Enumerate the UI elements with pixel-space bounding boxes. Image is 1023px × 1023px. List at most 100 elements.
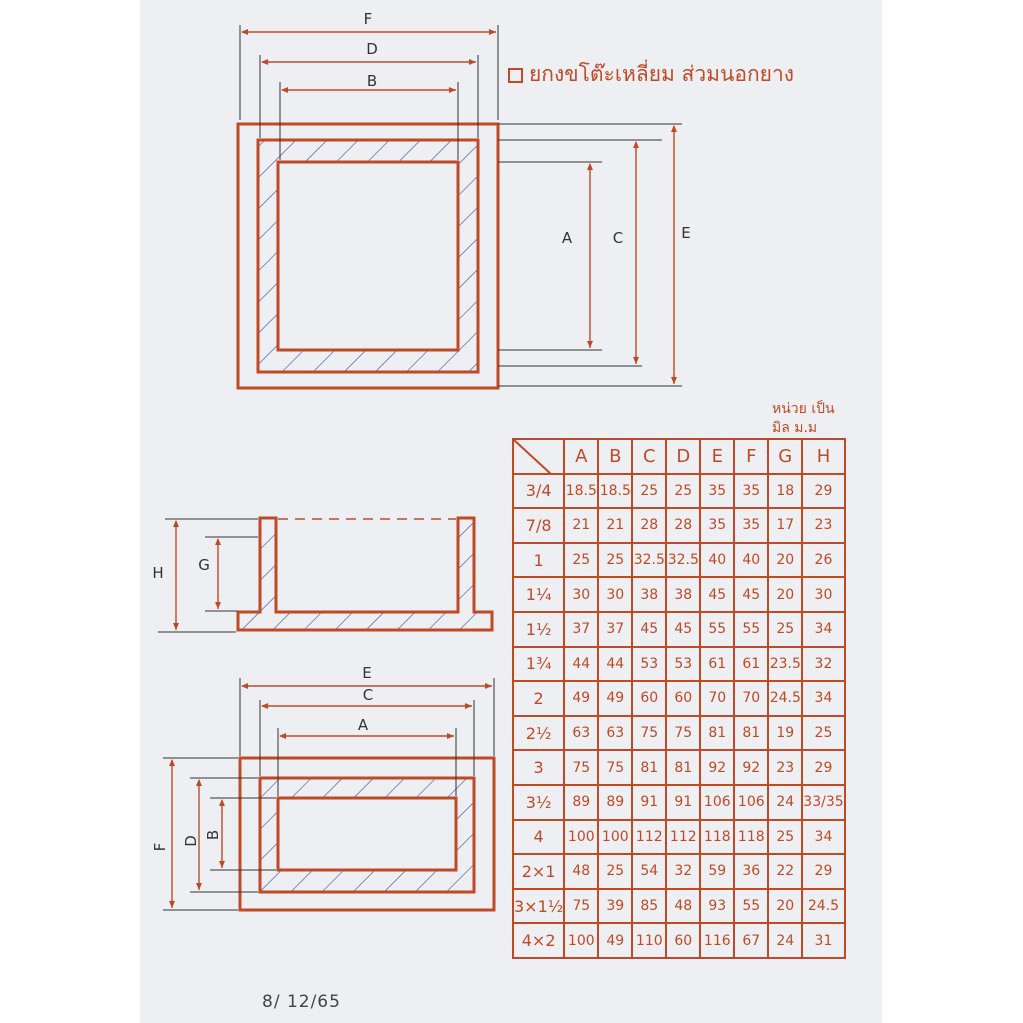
value-cell-c: 53 <box>631 645 668 683</box>
value-cell-g: 19 <box>767 714 804 752</box>
value-cell-f: 61 <box>733 645 770 683</box>
bottom-dim-C-label: C <box>363 686 373 704</box>
value-cell-a: 48 <box>563 853 600 890</box>
size-cell: 2 <box>511 680 566 717</box>
value-cell-c: 75 <box>631 714 668 752</box>
value-cell-a: 63 <box>563 714 600 752</box>
value-cell-e: 35 <box>699 472 736 510</box>
value-cell-g: 22 <box>767 853 804 890</box>
value-cell-h: 29 <box>801 853 846 890</box>
side-dim-G-label: G <box>198 556 210 574</box>
value-cell-f: 106 <box>733 783 770 821</box>
value-cell-f: 40 <box>733 541 770 579</box>
value-cell-e: 35 <box>699 507 736 544</box>
checkbox-square-icon <box>508 67 523 83</box>
size-cell: 4×2 <box>511 922 566 959</box>
value-cell-a: 44 <box>563 645 600 683</box>
drawing-title-text: ยกงขโต๊ะเหลี่ยม ส่วมนอกยาง <box>529 62 795 86</box>
value-cell-d: 81 <box>665 749 702 786</box>
value-cell-e: 40 <box>699 541 736 579</box>
value-cell-f: 55 <box>733 887 770 925</box>
size-cell: 3/4 <box>511 472 566 510</box>
value-cell-b: 39 <box>597 887 634 925</box>
top-dim-A-label: A <box>562 229 573 247</box>
value-cell-d: 28 <box>665 507 702 544</box>
value-cell-e: 61 <box>699 645 736 683</box>
column-header-e: E <box>699 438 736 475</box>
drawing-title: ยกงขโต๊ะเหลี่ยม ส่วมนอกยาง <box>508 58 794 91</box>
value-cell-c: 32.5 <box>631 541 668 579</box>
value-cell-g: 23 <box>767 749 804 786</box>
value-cell-g: 20 <box>767 541 804 579</box>
diagonal-corner-line <box>514 440 552 475</box>
bottom-dim-D-label: D <box>182 835 200 847</box>
column-header-d: D <box>665 438 702 475</box>
value-cell-g: 25 <box>767 610 804 648</box>
value-cell-h: 26 <box>801 541 846 579</box>
value-cell-h: 34 <box>801 818 846 856</box>
value-cell-g: 24.5 <box>767 680 804 717</box>
column-header-g: G <box>767 438 804 475</box>
value-cell-b: 63 <box>597 714 634 752</box>
value-cell-e: 106 <box>699 783 736 821</box>
value-cell-a: 49 <box>563 680 600 717</box>
value-cell-c: 25 <box>631 472 668 510</box>
value-cell-c: 85 <box>631 887 668 925</box>
top-view <box>236 25 682 390</box>
value-cell-h: 34 <box>801 610 846 648</box>
value-cell-d: 60 <box>665 922 702 959</box>
value-cell-f: 35 <box>733 472 770 510</box>
value-cell-a: 75 <box>563 749 600 786</box>
value-cell-h: 25 <box>801 714 846 752</box>
value-cell-h: 33/35 <box>801 783 846 821</box>
value-cell-c: 112 <box>631 818 668 856</box>
value-cell-g: 24 <box>767 783 804 821</box>
value-cell-h: 23 <box>801 507 846 544</box>
value-cell-f: 67 <box>733 922 770 959</box>
value-cell-f: 55 <box>733 610 770 648</box>
side-dim-H-label: H <box>152 564 163 582</box>
value-cell-d: 91 <box>665 783 702 821</box>
value-cell-b: 75 <box>597 749 634 786</box>
value-cell-e: 93 <box>699 887 736 925</box>
value-cell-e: 59 <box>699 853 736 890</box>
value-cell-d: 112 <box>665 818 702 856</box>
value-cell-d: 32.5 <box>665 541 702 579</box>
value-cell-h: 29 <box>801 749 846 786</box>
value-cell-d: 38 <box>665 576 702 613</box>
top-dim-D-label: D <box>366 40 378 58</box>
size-cell: 4 <box>511 818 566 856</box>
value-cell-b: 89 <box>597 783 634 821</box>
bottom-dim-B-label: B <box>204 830 222 840</box>
value-cell-d: 48 <box>665 887 702 925</box>
value-cell-g: 18 <box>767 472 804 510</box>
top-dim-C-label: C <box>613 229 623 247</box>
value-cell-b: 49 <box>597 922 634 959</box>
value-cell-g: 20 <box>767 887 804 925</box>
value-cell-c: 38 <box>631 576 668 613</box>
value-cell-b: 21 <box>597 507 634 544</box>
value-cell-b: 30 <box>597 576 634 613</box>
bottom-dim-E-label: E <box>362 664 371 682</box>
value-cell-f: 45 <box>733 576 770 613</box>
size-cell: 1 <box>511 541 566 579</box>
value-cell-b: 25 <box>597 541 634 579</box>
value-cell-f: 36 <box>733 853 770 890</box>
column-header-f: F <box>733 438 770 475</box>
size-cell: 3 <box>511 749 566 786</box>
value-cell-a: 75 <box>563 887 600 925</box>
value-cell-h: 31 <box>801 922 846 959</box>
table-corner-cell <box>511 438 566 475</box>
value-cell-c: 91 <box>631 783 668 821</box>
value-cell-d: 45 <box>665 610 702 648</box>
